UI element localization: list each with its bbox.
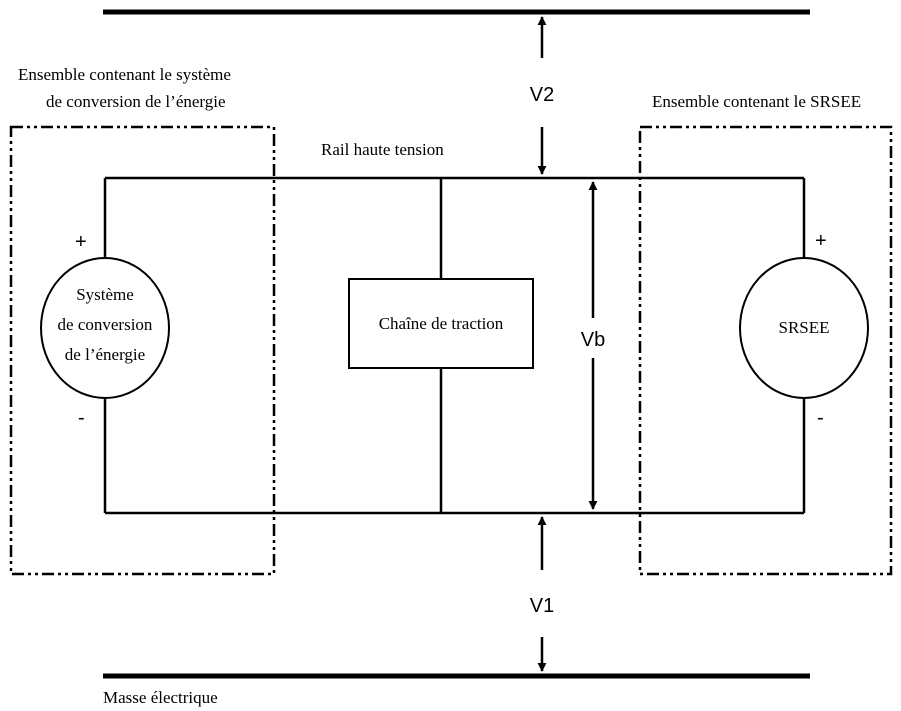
right-group-box [638,125,893,576]
left-group-box [9,125,276,576]
rail-label: Rail haute tension [321,140,444,159]
conversion-source-label-line3: de l’énergie [65,345,145,364]
conversion-source-label-line2: de conversion [58,315,153,334]
conversion-source-plus: + [75,231,87,253]
traction-chain-box [348,278,534,369]
conversion-source-label-line1: Système [76,285,134,304]
ground-label: Masse électrique [103,688,218,707]
srsee-source-ellipse [739,257,869,399]
srsee-source-minus: - [817,407,824,429]
left-group-title-line1: Ensemble contenant le système [18,65,231,84]
vb-label: Vb [581,329,605,351]
traction-chain-label: Chaîne de traction [379,314,504,333]
srsee-source-label: SRSEE [778,318,829,337]
srsee-source-plus: + [815,230,827,252]
conversion-source-minus: - [78,407,85,429]
conversion-source-ellipse [40,257,170,399]
v2-label: V2 [530,84,554,106]
left-group-title-line2: de conversion de l’énergie [46,92,226,111]
v1-label: V1 [530,595,554,617]
right-group-title: Ensemble contenant le SRSEE [652,92,861,111]
